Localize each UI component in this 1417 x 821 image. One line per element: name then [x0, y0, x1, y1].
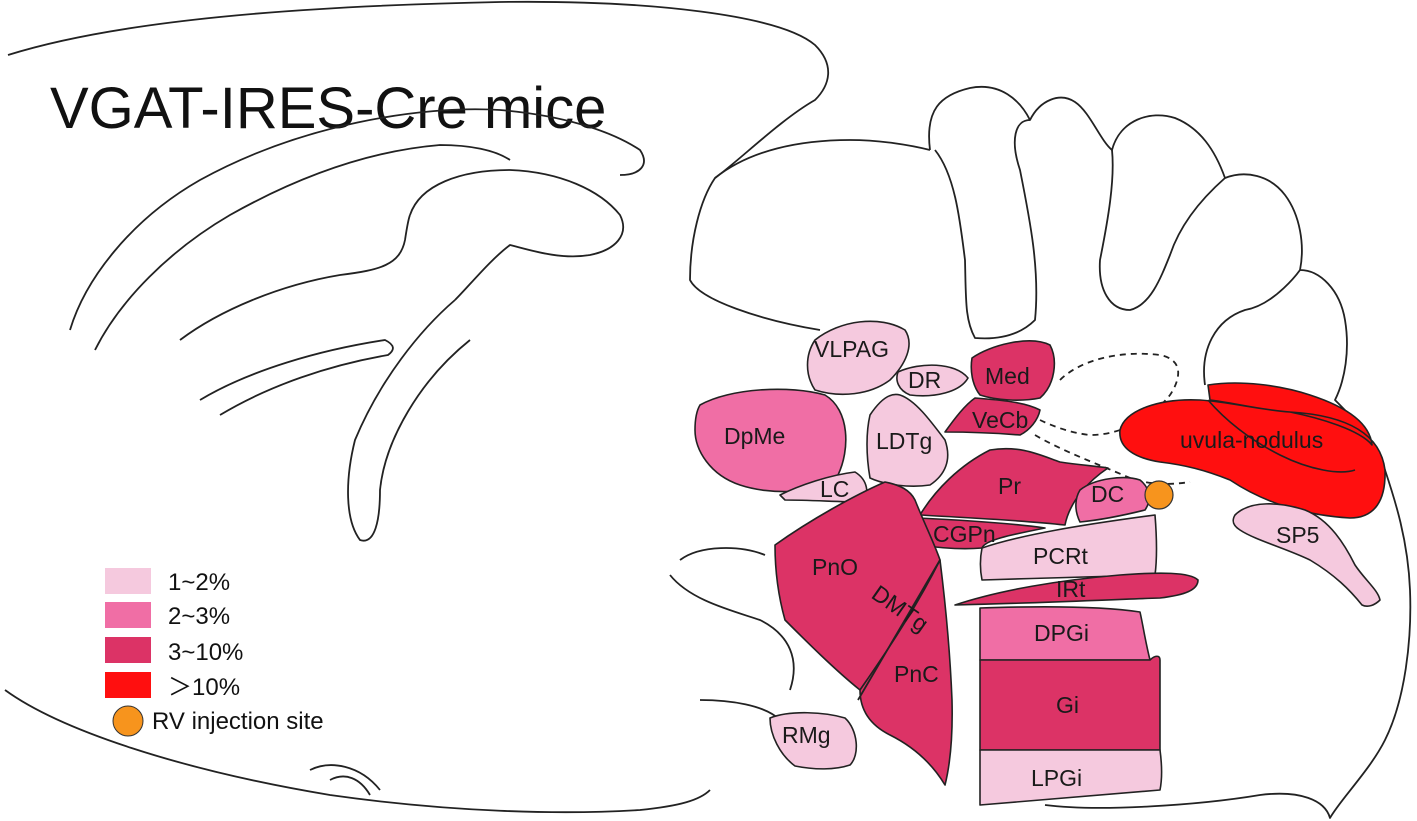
region-pr: [919, 447, 1109, 526]
region-dc: [1075, 476, 1150, 523]
legend-swatch-2: [105, 602, 151, 628]
region-lc: [779, 471, 868, 503]
label-pnc: PnC: [894, 661, 939, 687]
label-dr: DR: [908, 367, 941, 393]
region-lpgi: [979, 749, 1163, 806]
injection-site-marker: [1144, 480, 1174, 510]
legend-label-3: 3~10%: [168, 639, 243, 666]
label-dpme: DpMe: [724, 423, 785, 449]
label-med: Med: [985, 363, 1030, 389]
label-pr: Pr: [998, 473, 1021, 499]
label-cgpn: CGPn: [933, 521, 996, 547]
legend-injection-icon: [112, 705, 144, 737]
region-vlpag: [806, 320, 910, 396]
label-lc: LC: [820, 476, 849, 502]
legend-injection-label: RV injection site: [152, 708, 324, 735]
label-vlpag: VLPAG: [814, 336, 889, 362]
region-pnc: [859, 559, 953, 786]
legend-swatch-3: [105, 637, 151, 663]
legend-label-1: 1~2%: [168, 569, 230, 596]
region-ldtg: [866, 393, 949, 487]
label-ldtg: LDTg: [876, 428, 932, 454]
legend-swatch-4: [105, 672, 151, 698]
label-rmg: RMg: [782, 722, 831, 748]
label-pcrt: PCRt: [1033, 543, 1089, 569]
label-vecb: VeCb: [972, 407, 1028, 433]
region-uvula-inner: [1207, 399, 1356, 473]
legend-swatch-1: [105, 568, 151, 594]
brain-regions: VLPAG DR Med DpMe VeCb LDTg LC Pr DC uvu…: [694, 320, 1386, 806]
region-med: [970, 340, 1056, 401]
label-dpgi: DPGi: [1034, 620, 1089, 646]
region-sp5: [1232, 503, 1381, 607]
legend-label-2: 2~3%: [168, 603, 230, 630]
region-rmg: [769, 711, 858, 770]
label-irt: IRt: [1056, 576, 1086, 602]
brain-outline: [4, 0, 1412, 819]
diagram-title: VGAT-IRES-Cre mice: [50, 76, 606, 141]
label-gi: Gi: [1056, 692, 1079, 718]
region-vecb: [944, 397, 1041, 436]
legend-label-4: ＞10%: [168, 674, 240, 701]
label-sp5: SP5: [1276, 522, 1319, 548]
region-dr: [896, 364, 969, 397]
legend: 1~2% 2~3% 3~10% ＞10% RV injection site: [105, 568, 324, 737]
label-pno: PnO: [812, 554, 858, 580]
label-uvula: uvula-nodulus: [1180, 427, 1323, 453]
region-irt: [954, 572, 1199, 606]
label-lpgi: LPGi: [1031, 765, 1082, 791]
label-dc: DC: [1091, 481, 1124, 507]
